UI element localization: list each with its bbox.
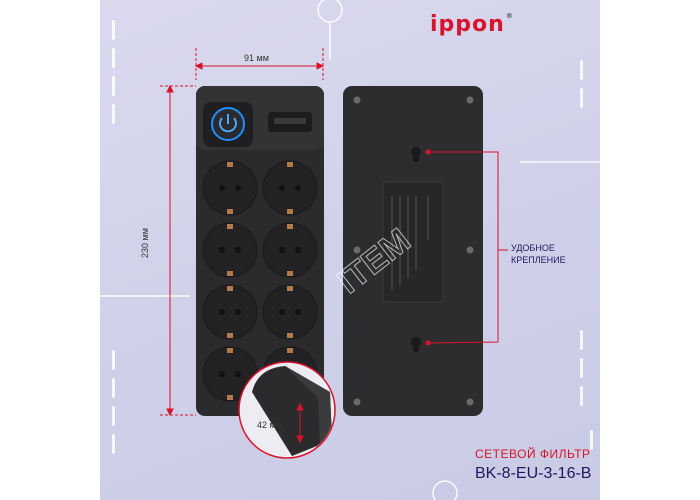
brand-name: ippon — [430, 12, 505, 37]
depth-label: 42 мм — [257, 420, 282, 430]
height-label: 230 мм — [140, 228, 150, 258]
brand-reg-mark: ® — [505, 12, 514, 20]
deco-circle — [432, 480, 458, 500]
depth-detail — [238, 361, 336, 459]
mount-callout: УДОБНОЕ КРЕПЛЕНИЕ — [511, 242, 566, 266]
mount-line1: УДОБНОЕ — [511, 243, 555, 253]
width-dimension — [194, 48, 325, 80]
mount-line2: КРЕПЛЕНИЕ — [511, 255, 566, 265]
product-model: BK-8-EU-3-16-B — [475, 465, 592, 482]
mount-callout-line — [427, 151, 508, 344]
brand-logo: ippon® — [430, 12, 514, 37]
strip-back-view — [343, 86, 483, 416]
socket-grid — [202, 160, 318, 402]
product-type: СЕТЕВОЙ ФИЛЬТР — [475, 447, 591, 461]
strip-front-view — [196, 86, 324, 416]
width-label: 91 мм — [244, 53, 269, 63]
height-dimension — [160, 84, 196, 417]
mount-hole — [411, 147, 421, 352]
